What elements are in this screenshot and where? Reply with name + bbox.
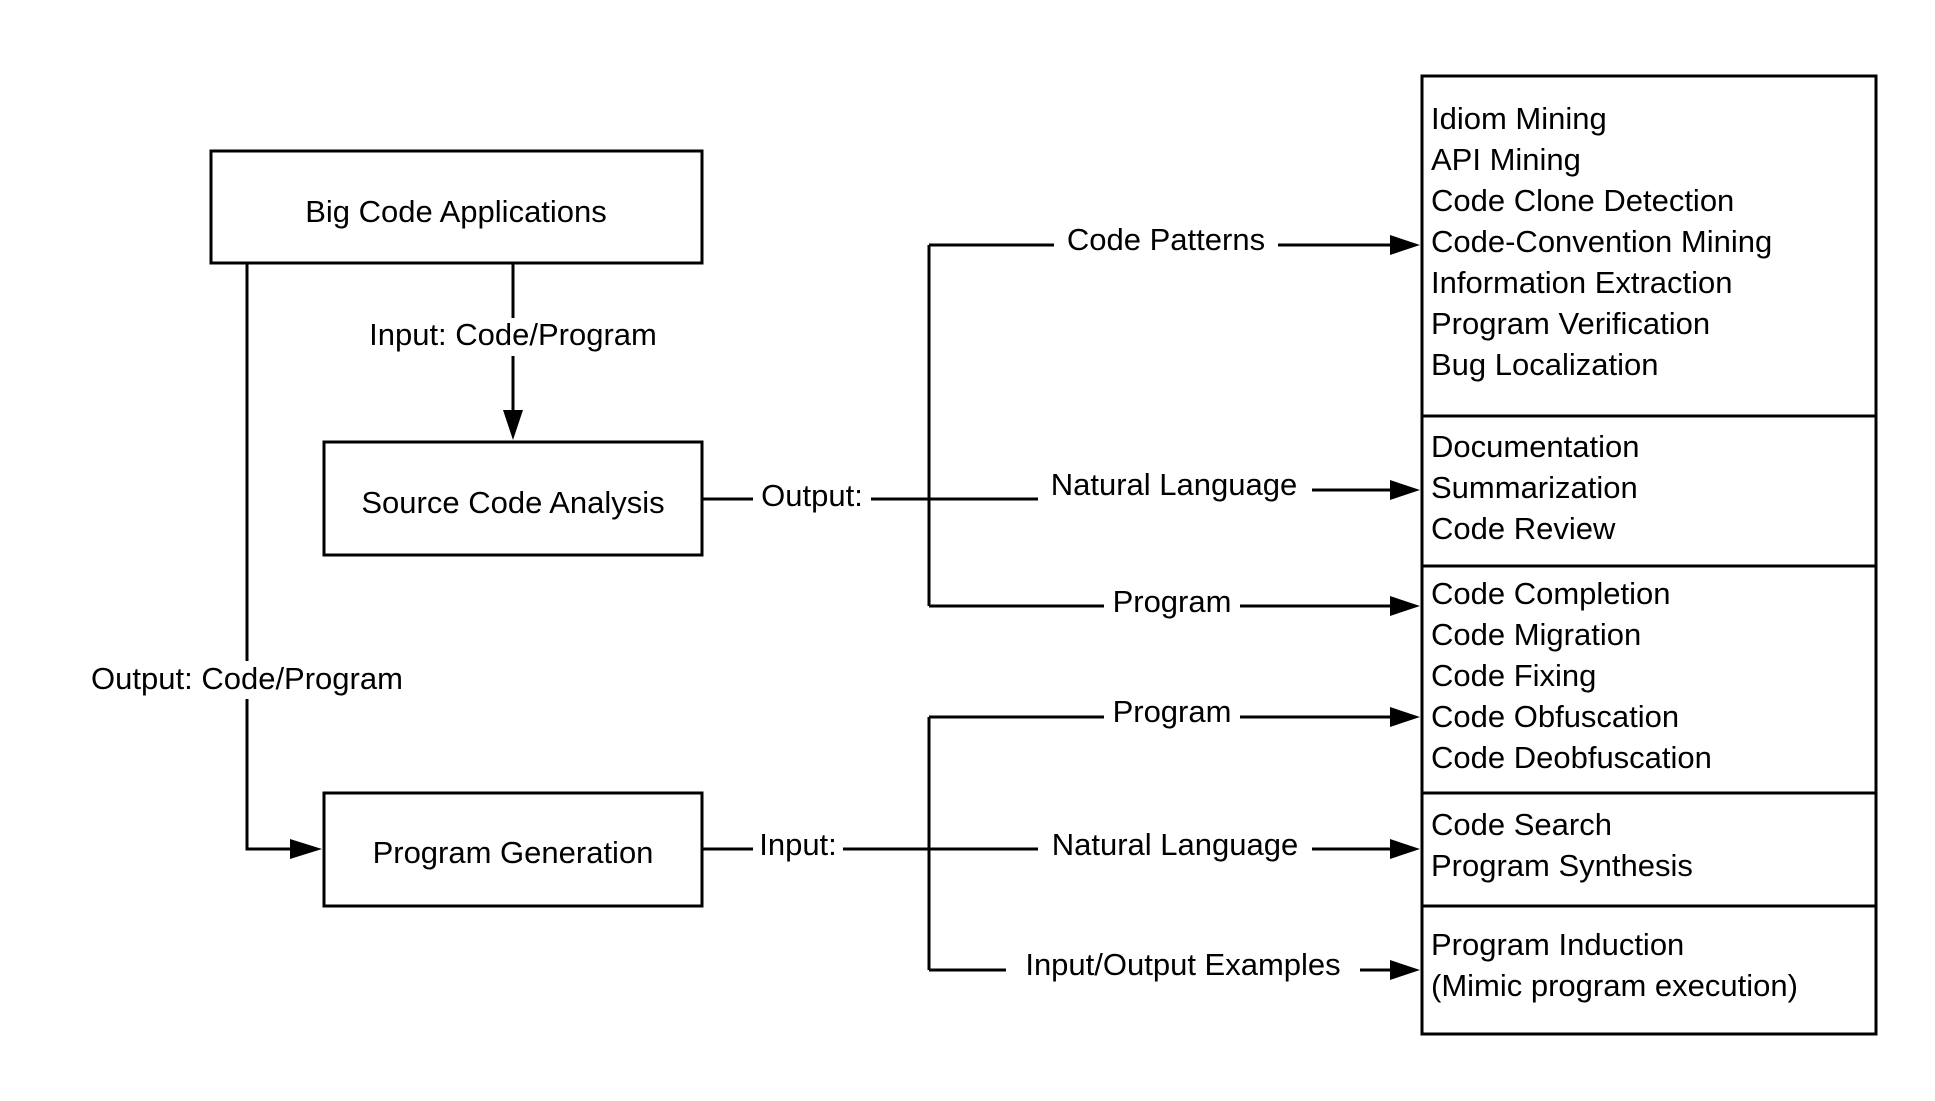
task-item: Code Migration bbox=[1431, 617, 1641, 652]
task-item: Code Completion bbox=[1431, 576, 1671, 611]
edge-label-input-code-program: Input: Code/Program bbox=[369, 317, 657, 352]
arrow-right-icon bbox=[290, 839, 322, 859]
edge-label-input-output-examples: Input/Output Examples bbox=[1025, 947, 1340, 982]
edge-input-code-program: Input: Code/Program bbox=[350, 263, 676, 440]
edge-label-code-patterns: Code Patterns bbox=[1067, 222, 1265, 257]
edge-label-natural-language-analysis: Natural Language bbox=[1051, 467, 1297, 502]
task-item: Code-Convention Mining bbox=[1431, 224, 1772, 259]
arrow-right-icon bbox=[1390, 707, 1420, 727]
edge-label-natural-language-generation: Natural Language bbox=[1052, 827, 1298, 862]
node-source-code-analysis: Source Code Analysis bbox=[322, 440, 704, 557]
arrow-right-icon bbox=[1390, 596, 1420, 616]
task-item: Program Induction bbox=[1431, 927, 1684, 962]
task-item: Information Extraction bbox=[1431, 265, 1733, 300]
arrow-down-icon bbox=[503, 410, 523, 440]
task-item: Documentation bbox=[1431, 429, 1640, 464]
task-group-io-examples: Program Induction (Mimic program executio… bbox=[1431, 927, 1798, 1003]
task-item: Bug Localization bbox=[1431, 347, 1659, 382]
task-item: Code Fixing bbox=[1431, 658, 1596, 693]
node-program-generation: Program Generation bbox=[322, 791, 704, 908]
task-item: Summarization bbox=[1431, 470, 1638, 505]
task-item: Code Clone Detection bbox=[1431, 183, 1734, 218]
edge-output-code-program: Output: Code/Program bbox=[70, 263, 426, 859]
edge-label-input: Input: bbox=[759, 827, 837, 862]
arrow-right-icon bbox=[1390, 235, 1420, 255]
edge-label-output-code-program: Output: Code/Program bbox=[91, 661, 403, 696]
task-item: API Mining bbox=[1431, 142, 1581, 177]
edge-label-output: Output: bbox=[761, 478, 863, 513]
task-item: Code Review bbox=[1431, 511, 1616, 546]
task-item: Code Obfuscation bbox=[1431, 699, 1679, 734]
edge-group-analysis-output: Output: Code Patterns Natural Language P… bbox=[702, 222, 1420, 625]
task-item: Idiom Mining bbox=[1431, 101, 1607, 136]
edge-label-program-analysis: Program bbox=[1113, 584, 1232, 619]
node-program-generation-label: Program Generation bbox=[373, 835, 654, 870]
edge-label-program-generation: Program bbox=[1113, 694, 1232, 729]
node-big-code-applications-label: Big Code Applications bbox=[305, 194, 607, 229]
arrow-right-icon bbox=[1390, 839, 1420, 859]
arrow-right-icon bbox=[1390, 480, 1420, 500]
task-item: Code Deobfuscation bbox=[1431, 740, 1712, 775]
task-item: Code Search bbox=[1431, 807, 1612, 842]
task-item: (Mimic program execution) bbox=[1431, 968, 1798, 1003]
node-big-code-applications: Big Code Applications bbox=[209, 149, 704, 265]
edge-group-generation-input: Input: Program Natural Language Input/Ou… bbox=[702, 694, 1420, 988]
task-item: Program Synthesis bbox=[1431, 848, 1693, 883]
arrow-right-icon bbox=[1390, 960, 1420, 980]
task-item: Program Verification bbox=[1431, 306, 1710, 341]
node-source-code-analysis-label: Source Code Analysis bbox=[361, 485, 664, 520]
